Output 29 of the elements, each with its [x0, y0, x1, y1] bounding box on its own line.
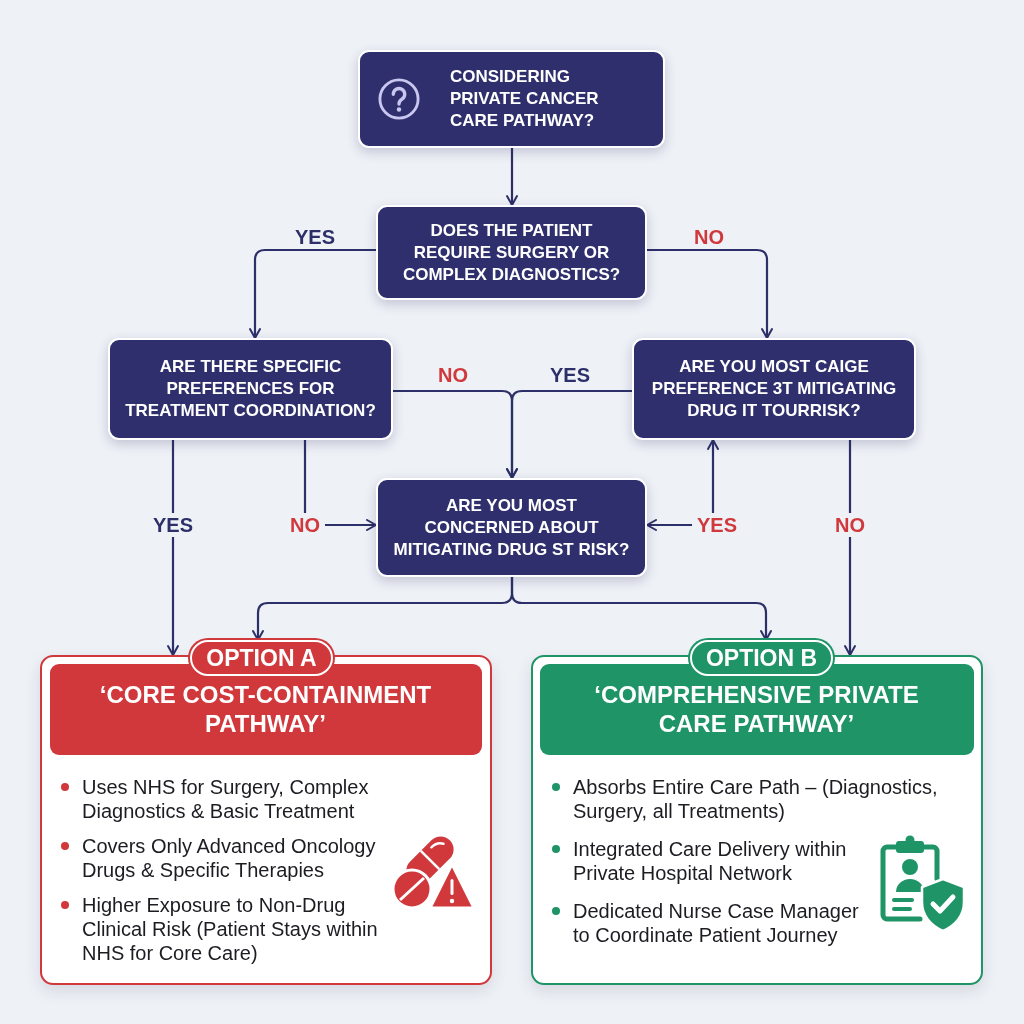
question-text: DOES THE PATIENT REQUIRE SURGERY OR COMPLEX DIAGNOSTICS? — [401, 219, 622, 286]
decision-box — [376, 205, 647, 300]
bullet-text: Uses NHS for Surgery, Complex Diagnostics & Basic Treatment — [82, 775, 370, 823]
arrow — [506, 389, 632, 479]
bullet-text: Higher Exposure to Non-Drug Clinical Risk (Patient Stays within NHS for Core Care) — [82, 893, 379, 965]
bullet-text: Dedicated Nurse Case Manager to Coordinate Patient Journey — [573, 899, 860, 947]
decision-box — [632, 338, 916, 440]
pathway-title: ‘CORE COST-CONTAINMENT PATHWAY’ — [98, 680, 433, 738]
bullet-text: Absorbs Entire Care Path – (Diagnostics, Surgery, all Treatments) — [573, 775, 939, 823]
bullet-text: Covers Only Advanced Oncology Drugs & Specific Therapies — [82, 834, 377, 882]
option-tag — [690, 640, 833, 676]
option-tag — [190, 640, 333, 676]
arrow — [647, 248, 773, 339]
question-text: ARE THERE SPECIFIC PREFERENCES FOR TREATMENT COORDINATION? — [124, 356, 377, 422]
question-text: ARE YOU MOST CAIGE PREFERENCE 3T MITIGATING DRUG IT TOURRISK? — [650, 356, 898, 422]
pathway-title: ‘COMPREHENSIVE PRIVATE CARE PATHWAY’ — [593, 680, 920, 738]
arrow — [510, 577, 772, 641]
decision-box — [376, 478, 647, 577]
question-text: ARE YOU MOST CONCERNED ABOUT MITIGATING DRUG ST RISK? — [392, 494, 631, 561]
option-label: OPTION B — [705, 644, 818, 672]
arrow — [844, 440, 856, 656]
arrow — [249, 248, 376, 339]
start-box — [358, 50, 665, 148]
arrow — [506, 148, 518, 206]
arrow — [167, 440, 179, 656]
option-label: OPTION A — [206, 644, 317, 672]
question-text: CONSIDERING PRIVATE CANCER CARE PATHWAY? — [450, 66, 600, 132]
decision-box — [108, 338, 393, 440]
bullet-text: Integrated Care Delivery within Private Hospital Network — [573, 837, 848, 885]
